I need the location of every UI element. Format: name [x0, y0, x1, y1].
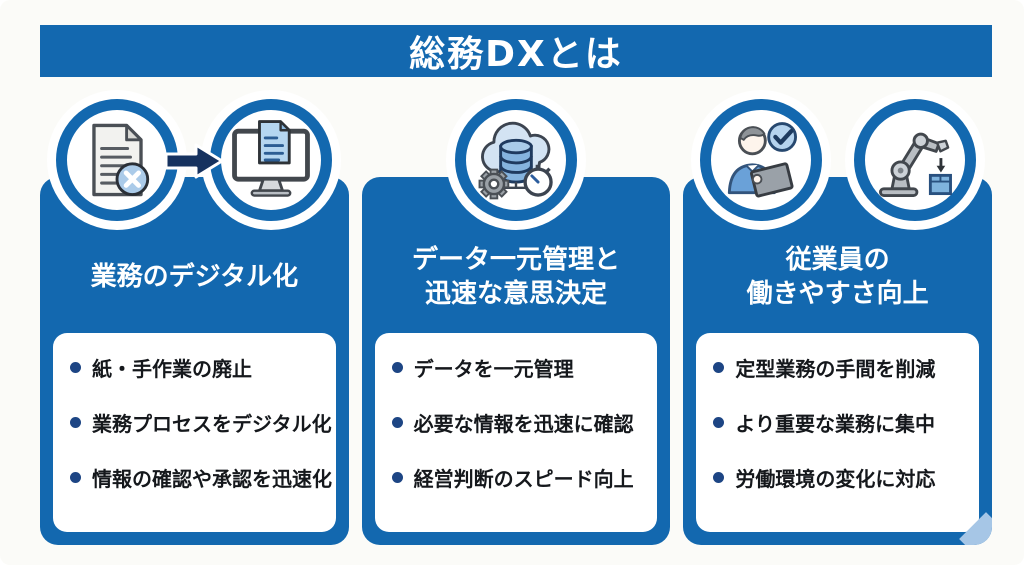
bullet-dot: [391, 361, 403, 373]
bullet-dot: [713, 361, 725, 373]
bullet-dot: [713, 471, 725, 483]
list-item: 経営判断のスピード向上: [391, 455, 648, 499]
monitor-document-icon: [210, 99, 333, 221]
list-item: 紙・手作業の廃止: [70, 345, 326, 389]
worker-check-icon: [699, 99, 822, 221]
list-item: 業務プロセスをデジタル化: [70, 400, 332, 444]
list-item: 情報の確認や承認を迅速化: [70, 455, 332, 499]
bullet-box: 紙・手作業の廃止 業務プロセスをデジタル化 情報の確認や承認を迅速化: [53, 333, 336, 532]
bullet-dot: [70, 416, 81, 428]
document-x-icon: [56, 99, 179, 221]
robot-arm-icon: [853, 99, 976, 221]
bullet-dot: [391, 471, 403, 483]
card-title: 業務のデジタル化: [90, 261, 299, 292]
bullet-dot: [713, 416, 725, 428]
list-item: 定型業務の手間を削減: [713, 345, 969, 389]
card-digitalization: 業務のデジタル化 紙・手作業の廃止 業務プロセスをデジタル化 情報の確認や承認を…: [40, 99, 349, 545]
arrow-right-icon: [164, 141, 224, 181]
list-item: より重要な業務に集中: [713, 400, 969, 444]
list-item: データを一元管理: [391, 345, 648, 389]
cards-row: 業務のデジタル化 紙・手作業の廃止 業務プロセスをデジタル化 情報の確認や承認を…: [40, 99, 993, 545]
page-title: 総務DXとは: [409, 34, 623, 75]
bullet-text: 情報の確認や承認を迅速化: [92, 466, 332, 491]
bullet-dot: [70, 361, 81, 373]
bullet-box: 定型業務の手間を削減 より重要な業務に集中 労働環境の変化に対応: [696, 333, 980, 532]
card-title: データ一元管理と 迅速な意思決定: [412, 244, 621, 309]
list-item: 必要な情報を迅速に確認: [391, 400, 648, 444]
bullet-dot: [391, 416, 403, 428]
bullet-text: 労働環境の変化に対応: [735, 466, 936, 491]
bullet-text: 紙・手作業の廃止: [92, 356, 252, 381]
bullet-text: 業務プロセスをデジタル化: [92, 411, 332, 436]
card-data-management: データ一元管理と 迅速な意思決定 データを一元管理 必要な情報を迅速に確認 経営…: [361, 99, 671, 545]
card-employee-wellbeing: 従業員の 働きやすさ向上 定型業務の手間を削減 より重要な業務に集中 労働環境の…: [683, 99, 993, 545]
list-item: 労働環境の変化に対応: [713, 455, 969, 499]
header-band: 総務DXとは: [40, 25, 992, 77]
bullet-dot: [70, 471, 81, 483]
card-title: 従業員の 働きやすさ向上: [746, 244, 929, 309]
bullet-box: データを一元管理 必要な情報を迅速に確認 経営判断のスピード向上: [374, 333, 658, 532]
cloud-database-gear-stopwatch-icon: [455, 99, 577, 221]
bullet-text: 定型業務の手間を削減: [735, 356, 936, 381]
bullet-text: より重要な業務に集中: [735, 411, 935, 436]
bullet-text: 必要な情報を迅速に確認: [413, 411, 634, 436]
bullet-text: データを一元管理: [413, 356, 574, 381]
bullet-text: 経営判断のスピード向上: [413, 466, 634, 491]
